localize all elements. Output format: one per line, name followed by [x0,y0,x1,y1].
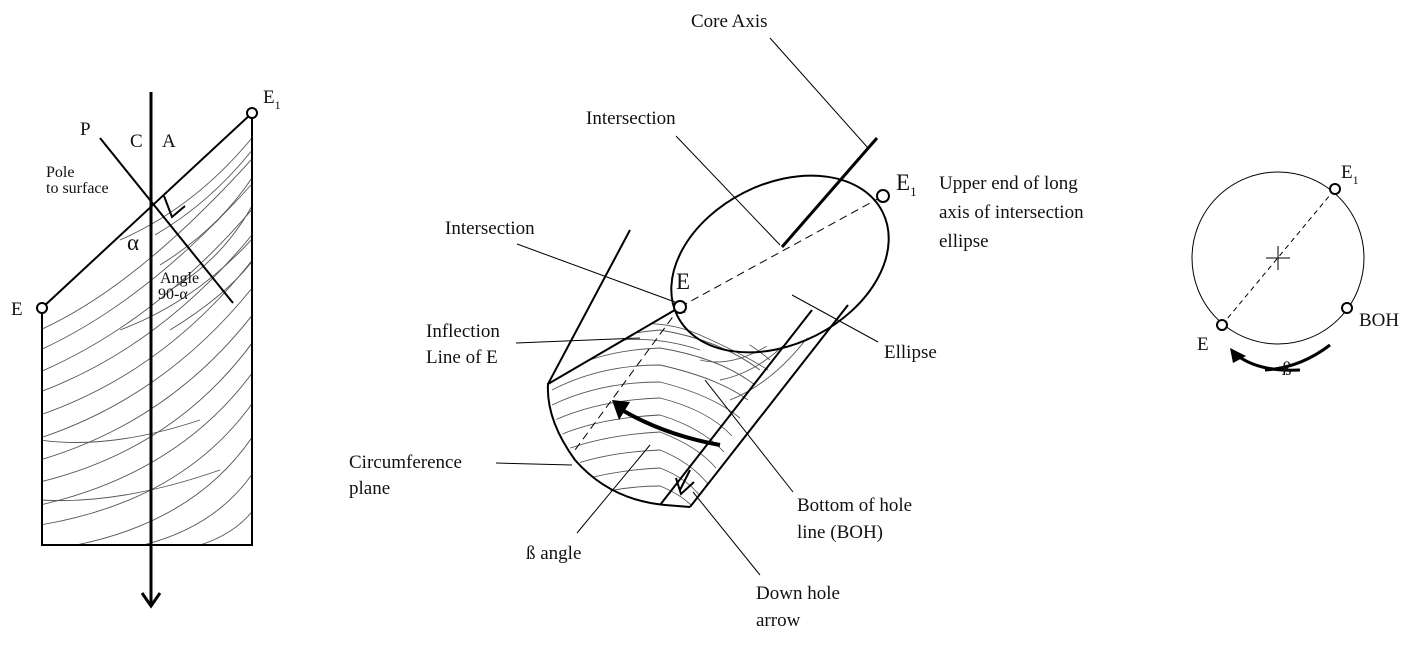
left-core-outline [41,110,253,546]
beta-arrowhead-right-icon [1230,348,1246,363]
upper-end-label-2: axis of intersection [939,202,1084,223]
boh-line [659,309,813,506]
cylinder-right-outline [689,304,849,508]
point-E-middle [673,300,687,314]
circumference-leader [495,462,573,466]
point-E1 [246,107,258,119]
cylinder-left-outline [546,306,691,508]
pole-label-2: to surface [46,180,109,197]
ellipse-label: Ellipse [884,342,937,363]
label-E1-left: E1 [263,87,281,112]
label-E-left: E [11,299,23,320]
long-axis-dashed [1221,188,1336,326]
down-hole-arrow-icon [675,477,695,496]
label-E1-middle: E1 [896,170,917,199]
angle-label-2: 90-α [158,286,188,303]
right-stereonet: E E1 BOH ß [1191,162,1399,380]
down-hole-arrow-shaft [679,469,691,491]
beta-arc-right [1264,343,1331,372]
label-A: A [162,131,176,152]
down-arrow-icon [140,592,162,609]
inflection-label-1: Inflection [426,321,500,342]
pole-label-1: Pole [46,164,74,181]
beta-arrowhead-icon [612,400,630,420]
intersection-top-label: Intersection [586,108,676,129]
label-P: P [80,119,91,140]
core-axis-leader [769,37,869,149]
down-hole-label-2: arrow [756,610,801,631]
point-E1-right [1329,183,1341,195]
label-beta-right: ß [1282,359,1292,380]
label-E-middle: E [676,269,690,294]
ellipse-long-axis [679,195,884,308]
beta-arc-arrow [620,408,721,447]
label-C: C [130,131,143,152]
reference-circle [1191,171,1365,345]
down-hole-label-1: Down hole [756,583,840,604]
boh-leader [704,379,794,493]
intersection-left-leader [516,243,676,303]
boh-label-2: line (BOH) [797,522,883,543]
intersection-ellipse [670,174,890,354]
upper-end-label-1: Upper end of long [939,173,1078,194]
point-E-right [1216,319,1228,331]
inflection-label-2: Line of E [426,347,498,368]
point-E [36,302,48,314]
right-angle-marker [163,195,186,219]
beta-angle-label: ß angle [526,543,581,564]
circumference-label-1: Circumference [349,452,462,473]
cylinder-hatch-lines [551,305,821,507]
alpha-label: α [127,230,139,255]
boh-label-1: Bottom of hole [797,495,912,516]
inflection-dashed-line [574,306,681,451]
label-BOH: BOH [1359,310,1399,331]
core-axis-upper [780,137,879,248]
cylinder-upper-left-edge [547,229,631,385]
left-core-section: P C A Pole to surface α Angle 90-α E E1 [11,87,281,609]
middle-core-cylinder: Core Axis Intersection Intersection E E1… [349,11,1084,631]
beta-leader [576,444,651,534]
point-E1-middle [876,189,890,203]
angle-label-1: Angle [160,270,199,287]
ellipse-leader [791,294,879,343]
core-axis-label: Core Axis [691,11,768,32]
point-BOH [1341,302,1353,314]
beta-arc-right-2 [1237,354,1301,372]
upper-end-label-3: ellipse [939,231,989,252]
pole-line [99,137,234,304]
down-hole-leader [692,491,761,576]
label-E1-right: E1 [1341,162,1359,187]
intersection-top-leader [675,135,781,246]
intersection-left-label: Intersection [445,218,535,239]
label-E-right: E [1197,334,1209,355]
inflection-leader [515,337,641,344]
circumference-label-2: plane [349,478,390,499]
